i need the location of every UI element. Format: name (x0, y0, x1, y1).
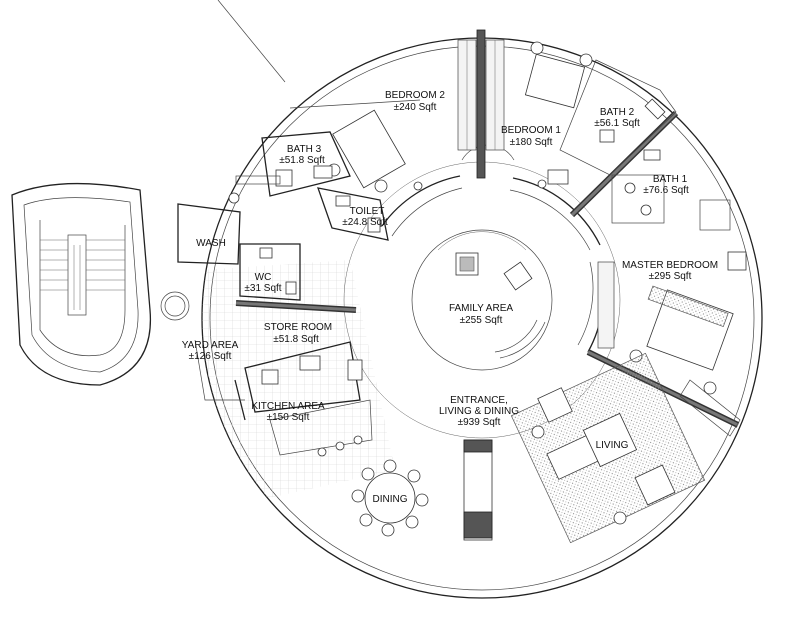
kitchen-furniture (194, 339, 373, 457)
bath-3-area: ±51.8 Sqft (279, 155, 325, 166)
toilet-area: ±24.8 Sqft (342, 217, 388, 228)
room-labels: BEDROOM 2 ±240 Sqft BEDROOM 1 ±180 Sqft … (182, 90, 718, 505)
bedroom-2-name: BEDROOM 2 (385, 90, 445, 101)
bedside-markers (228, 179, 547, 204)
bath-1-area: ±76.6 Sqft (643, 185, 689, 196)
bath-2-area: ±56.1 Sqft (594, 118, 640, 129)
kitchen-area-area: ±150 Sqft (267, 412, 310, 423)
wc-name: WC (255, 272, 272, 283)
dining-table (351, 459, 429, 537)
entrance-name-line1: ENTRANCE, (450, 395, 508, 406)
bath-2-name: BATH 2 (600, 107, 635, 118)
store-room-area: ±51.8 Sqft (273, 334, 319, 345)
entrance-name-line2: LIVING & DINING (439, 406, 519, 417)
kitchen-area-name: KITCHEN AREA (251, 401, 325, 412)
yard-area-name: YARD AREA (182, 340, 239, 351)
wardrobes (457, 39, 615, 349)
master-bedroom-name: MASTER BEDROOM (622, 260, 718, 271)
entrance-area: ±939 Sqft (458, 417, 501, 428)
bedroom-1-name: BEDROOM 1 (501, 125, 561, 136)
bedroom-1-area: ±180 Sqft (510, 137, 553, 148)
column-icon (160, 291, 190, 321)
living-label: LIVING (596, 440, 629, 451)
master-bedroom-furniture (629, 251, 747, 437)
bed-icon (524, 53, 586, 109)
family-area-area: ±255 Sqft (460, 315, 503, 326)
staircase (11, 182, 190, 386)
yard-area-area: ±126 Sqft (189, 351, 232, 362)
bedroom-2-area: ±240 Sqft (394, 102, 437, 113)
master-bedroom-area: ±295 Sqft (649, 271, 692, 282)
living-furniture (510, 352, 706, 544)
bath-1-name: BATH 1 (653, 174, 688, 185)
dining-label: DINING (373, 494, 408, 505)
bedroom-1-furniture (524, 41, 593, 185)
store-room-name: STORE ROOM (264, 322, 332, 333)
entrance-console (463, 439, 493, 541)
bed-icon (332, 109, 406, 189)
bath-3-name: BATH 3 (287, 144, 322, 155)
bath-fixtures (559, 59, 731, 231)
wash-name: WASH (196, 238, 226, 249)
west-wing-rooms (177, 131, 389, 301)
toilet-name: TOILET (350, 206, 385, 217)
armchair-icon (503, 261, 533, 291)
site-line (217, 0, 286, 83)
family-area-name: FAMILY AREA (449, 303, 513, 314)
partitions (235, 29, 740, 428)
wc-area: ±31 Sqft (244, 283, 281, 294)
